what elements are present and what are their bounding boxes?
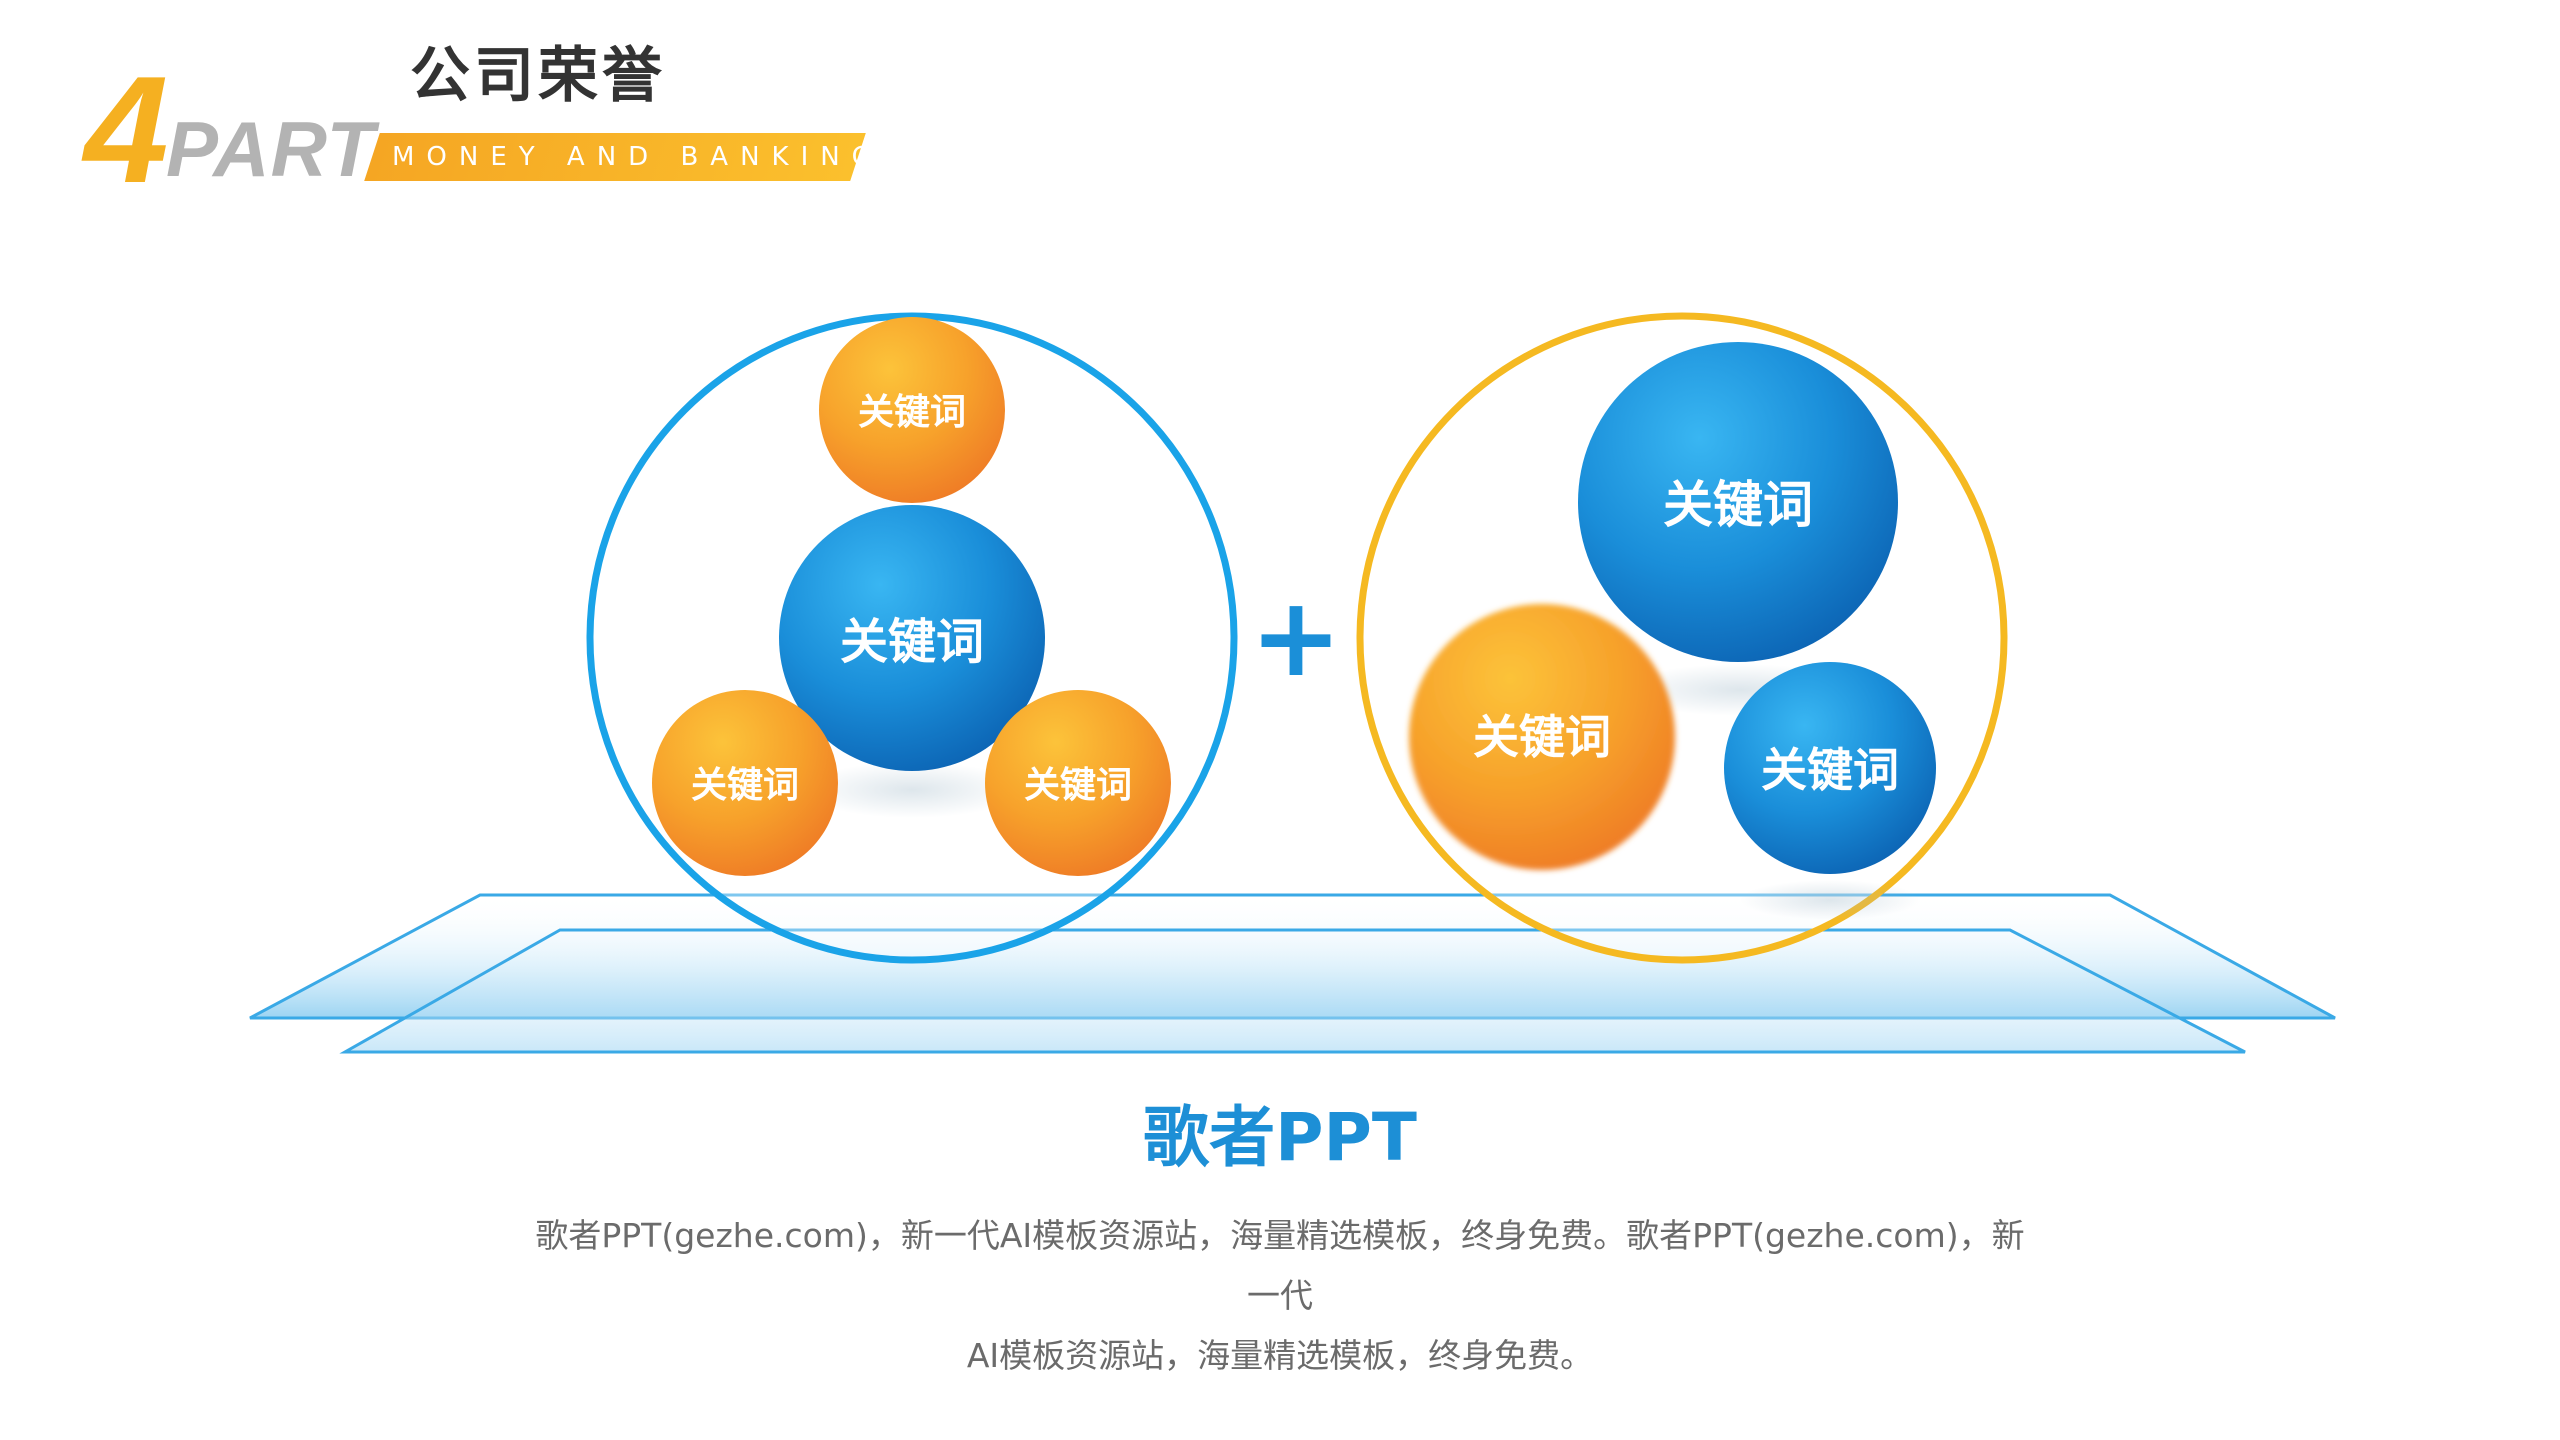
part-number: 4 xyxy=(84,45,169,215)
right-large-ball xyxy=(1578,342,1898,662)
right-small-label: 关键词 xyxy=(1761,743,1899,797)
right-orange-label: 关键词 xyxy=(1473,710,1611,764)
floor-planes xyxy=(249,893,2336,1054)
left-center-ball xyxy=(779,505,1045,771)
page-title: 公司荣誉 xyxy=(410,41,666,111)
left-center-shadow xyxy=(802,762,1022,818)
left-top-label: 关键词 xyxy=(858,392,966,433)
page-subtitle: MONEY AND BANKING xyxy=(392,142,884,172)
left-top-ball xyxy=(819,317,1005,503)
part-word: PART xyxy=(166,105,376,193)
left-bottom-right-label: 关键词 xyxy=(1024,765,1132,806)
section-header: 4 PART 公司荣誉 MONEY AND BANKING xyxy=(0,0,1000,220)
floor-plane-front xyxy=(339,928,2246,1054)
caption-body: 歌者PPT(gezhe.com)，新一代AI模板资源站，海量精选模板，终身免费。… xyxy=(530,1206,2030,1386)
right-small-ball xyxy=(1724,662,1936,874)
left-bottom-left-label: 关键词 xyxy=(691,765,799,806)
right-keyword-group: 关键词 关键词 关键词 xyxy=(1356,312,2008,964)
right-small-shadow xyxy=(1740,880,1920,920)
plus-sign: + xyxy=(1250,573,1342,701)
right-orange-ball xyxy=(1409,604,1675,870)
left-bottom-right-ball xyxy=(985,690,1171,876)
left-keyword-group: 关键词 关键词 关键词 关键词 xyxy=(586,312,1238,964)
caption-body-line-1: 歌者PPT(gezhe.com)，新一代AI模板资源站，海量精选模板，终身免费。… xyxy=(535,1216,2025,1315)
caption-body-line-2: AI模板资源站，海量精选模板，终身免费。 xyxy=(966,1336,1594,1375)
left-bottom-left-ball xyxy=(652,690,838,876)
right-large-label: 关键词 xyxy=(1663,476,1813,534)
caption-title: 歌者PPT xyxy=(1143,1099,1417,1176)
left-center-label: 关键词 xyxy=(840,614,984,670)
